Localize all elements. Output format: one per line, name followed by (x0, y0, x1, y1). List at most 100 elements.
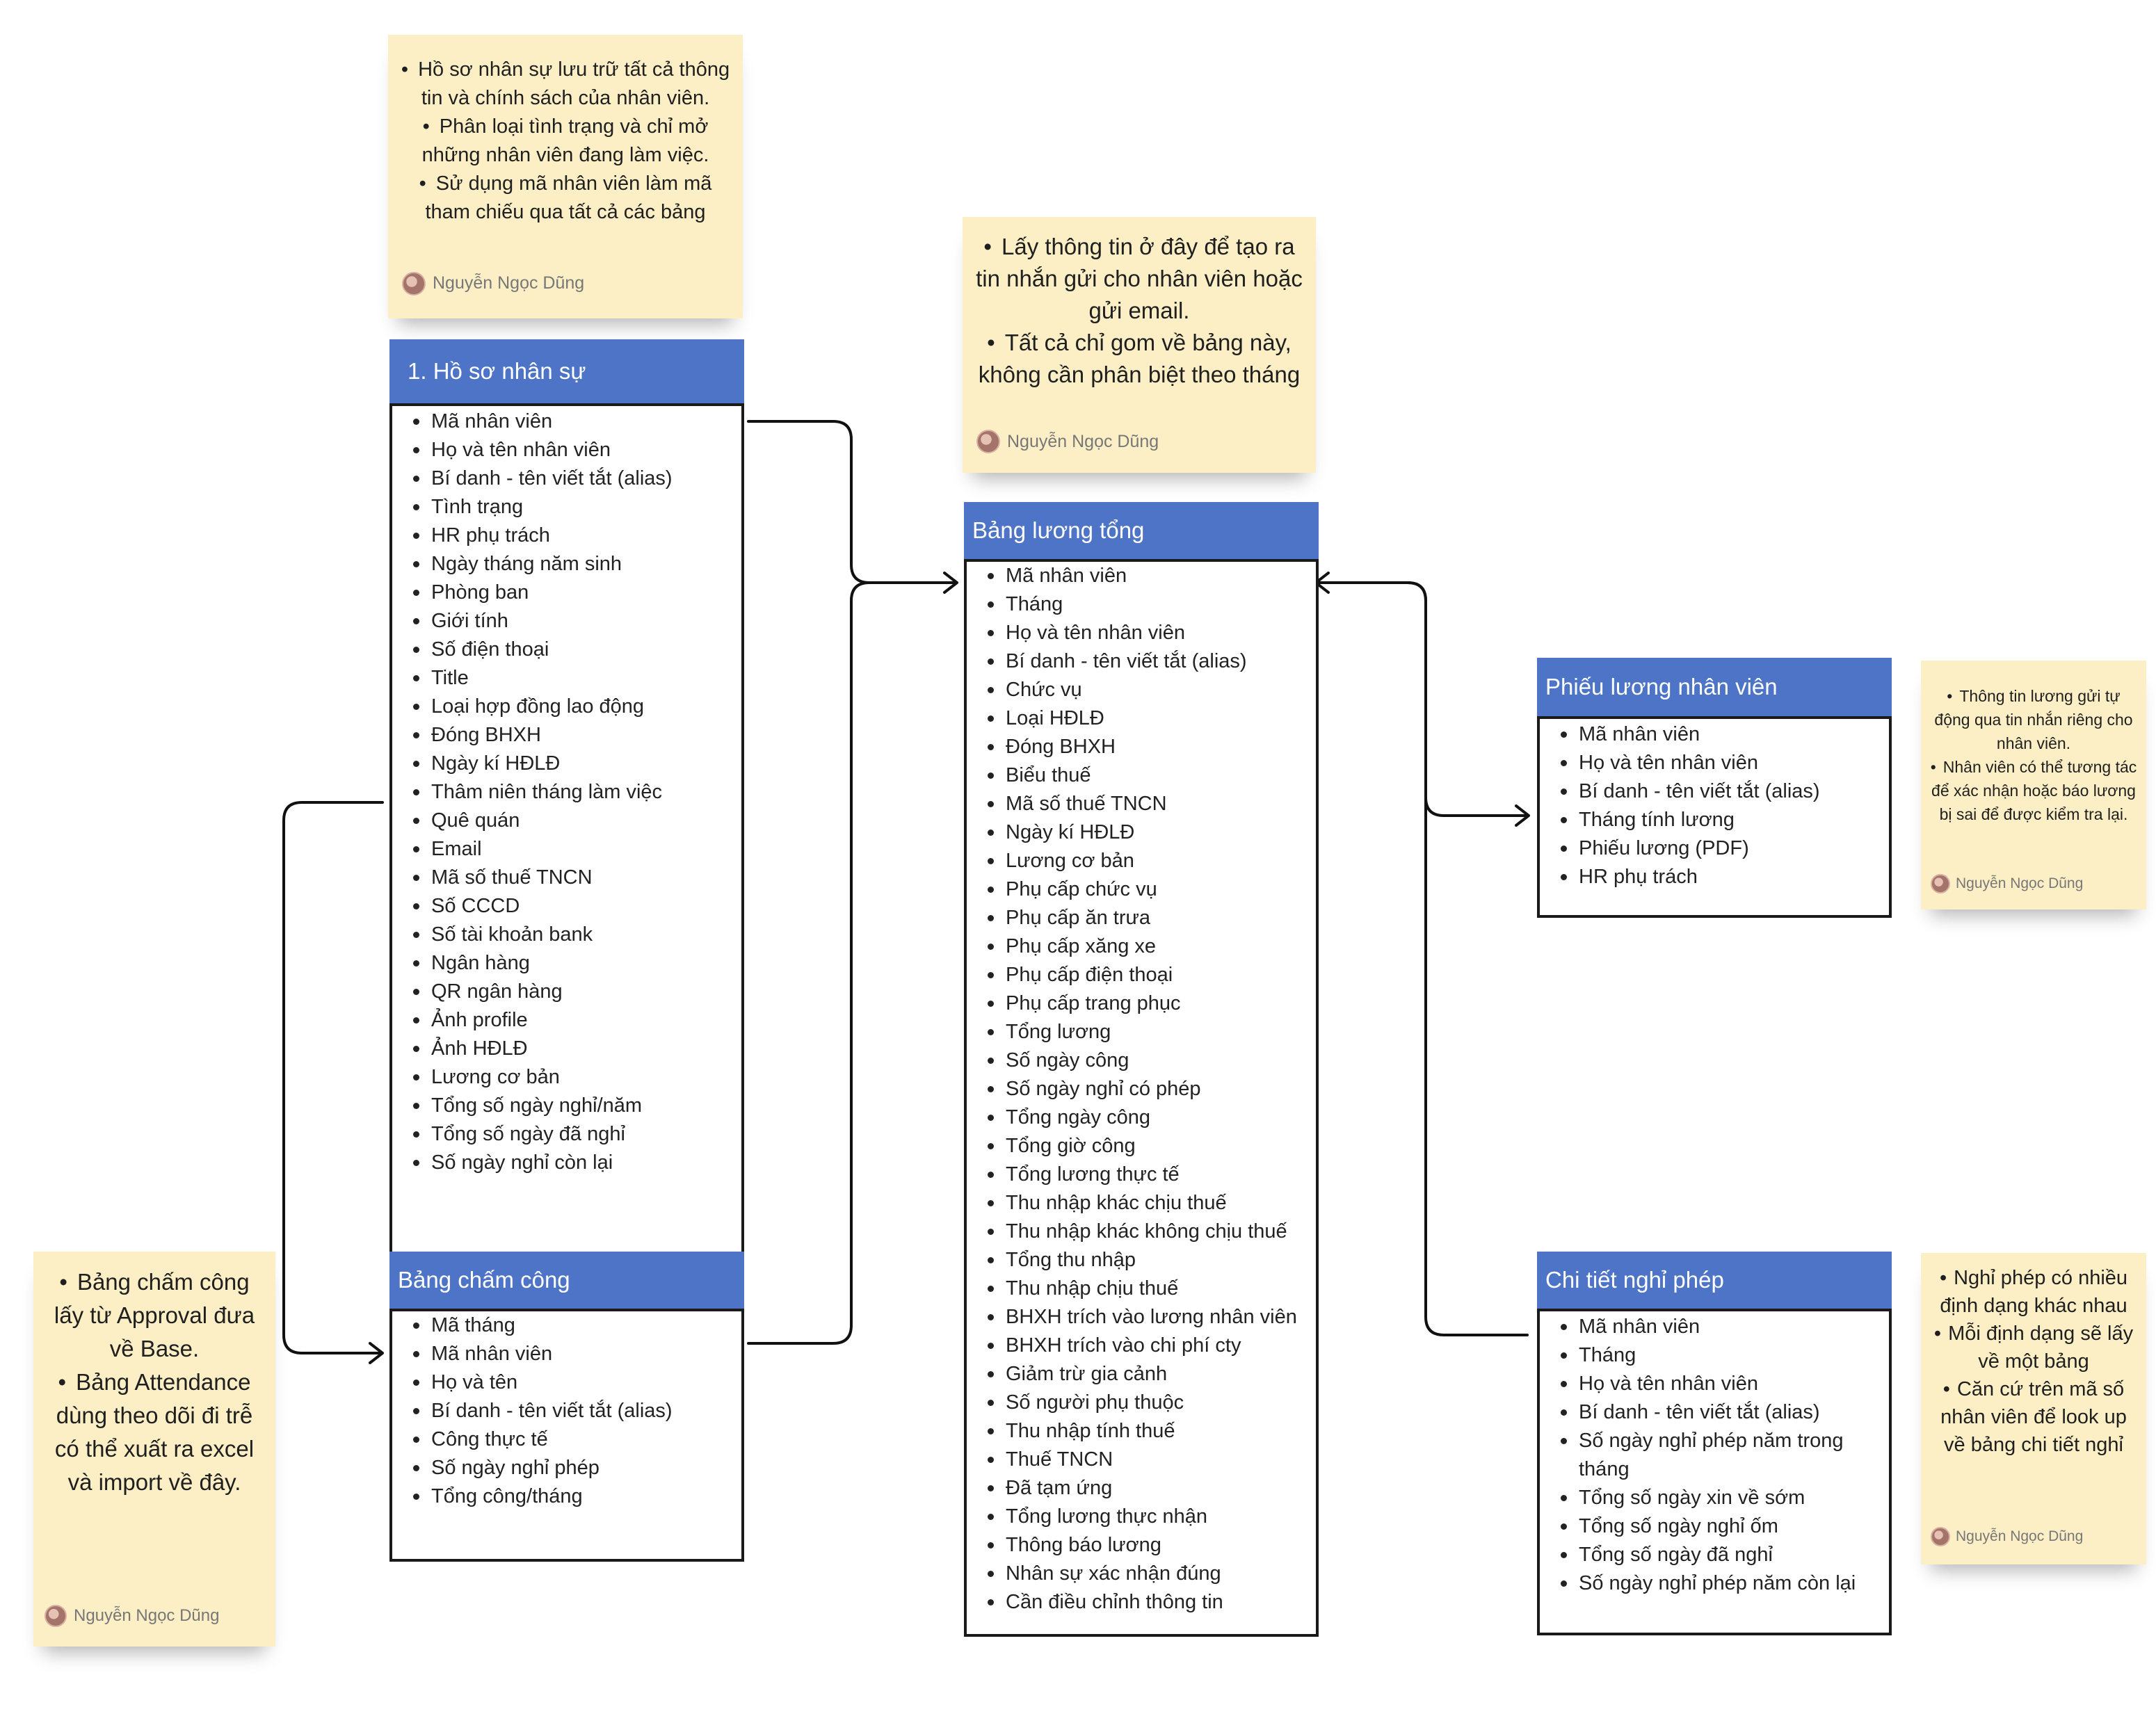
arrowhead-phieuluong (1515, 804, 1530, 827)
avatar (402, 271, 426, 296)
field-item: Họ và tên (392, 1368, 741, 1397)
field-item: Tháng (967, 590, 1316, 619)
field-item: Mã nhân viên (1540, 720, 1889, 749)
field-item: Ảnh profile (392, 1006, 741, 1035)
note-item: •Mỗi định dạng sẽ lấy về một bảng (1933, 1322, 2134, 1373)
field-item: Mã nhân viên (1540, 1313, 1889, 1341)
field-item: Phòng ban (392, 579, 741, 607)
field-item: Mã số thuế TNCN (392, 864, 741, 892)
field-item: Tổng số ngày nghỉ ốm (1540, 1512, 1889, 1541)
field-item: Nhân sự xác nhận đúng (967, 1560, 1316, 1588)
field-item: Mã nhân viên (392, 1340, 741, 1368)
field-item: Phụ cấp ăn trưa (967, 904, 1316, 932)
field-item: Lương cơ bản (967, 847, 1316, 875)
field-item: Biểu thuế (967, 761, 1316, 790)
field-item: HR phụ trách (392, 521, 741, 550)
note-item: •Thông tin lương gửi tự động qua tin nhắ… (1934, 687, 2133, 752)
field-item: Mã số thuế TNCN (967, 790, 1316, 818)
field-item: Số ngày nghỉ phép năm trong tháng (1540, 1427, 1889, 1484)
avatar (1931, 874, 1950, 893)
avatar (1931, 1527, 1950, 1546)
field-item: Bí danh - tên viết tắt (alias) (392, 464, 741, 493)
table-title: Chi tiết nghỉ phép (1545, 1267, 1724, 1293)
field-item: Họ và tên nhân viên (1540, 1370, 1889, 1398)
field-item: Tổng giờ công (967, 1132, 1316, 1160)
field-item: Giới tính (392, 607, 741, 636)
sticky-note-hoso[interactable]: •Hồ sơ nhân sự lưu trữ tất cả thông tin … (388, 35, 743, 318)
field-item: Phụ cấp trang phục (967, 989, 1316, 1018)
note-author: Nguyễn Ngọc Dũng (402, 269, 584, 298)
note-item: •Bảng Attendance dùng theo dõi đi trễ có… (54, 1369, 255, 1495)
field-item: Tổng số ngày nghỉ/năm (392, 1092, 741, 1120)
note-item: •Phân loại tình trạng và chỉ mở những nh… (421, 115, 709, 166)
author-name: Nguyễn Ngọc Dũng (74, 1606, 220, 1625)
field-item: Phụ cấp điện thoại (967, 961, 1316, 989)
field-item: Loại hợp đồng lao động (392, 693, 741, 721)
note-item: •Tất cả chỉ gom về bảng này, không cần p… (978, 330, 1301, 387)
connector-hoso-to-chamcong (282, 801, 384, 1354)
field-item: Tháng (1540, 1341, 1889, 1370)
field-item: Bí danh - tên viết tắt (alias) (967, 647, 1316, 676)
field-item: Họ và tên nhân viên (392, 436, 741, 464)
field-item: Giảm trừ gia cảnh (967, 1360, 1316, 1389)
field-item: Quê quán (392, 807, 741, 835)
field-item: Số tài khoản bank (392, 921, 741, 949)
table-header: Chi tiết nghỉ phép (1537, 1252, 1892, 1309)
field-item: Tổng lương thực tế (967, 1160, 1316, 1189)
field-item: Số ngày nghỉ phép (392, 1454, 741, 1482)
field-item: Phụ cấp chức vụ (967, 875, 1316, 904)
note-author: Nguyễn Ngọc Dũng (1931, 1523, 2083, 1551)
note-item: •Nhân viên có thể tương tác để xác nhận … (1930, 758, 2137, 823)
field-item: Thuế TNCN (967, 1446, 1316, 1474)
table-title: Bảng chấm công (398, 1267, 570, 1293)
field-item: HR phụ trách (1540, 863, 1889, 891)
field-item: Số ngày công (967, 1046, 1316, 1075)
field-item: Số điện thoại (392, 636, 741, 664)
field-item: Công thực tế (392, 1425, 741, 1454)
field-item: Cần điều chỉnh thông tin (967, 1588, 1316, 1617)
field-item: Bí danh - tên viết tắt (alias) (392, 1397, 741, 1425)
avatar (976, 430, 1000, 453)
field-item: Chức vụ (967, 676, 1316, 704)
arrowhead-bangluong-left (943, 572, 958, 594)
field-item: Loại HĐLĐ (967, 704, 1316, 733)
field-item: Email (392, 835, 741, 864)
field-item: Bí danh - tên viết tắt (alias) (1540, 1398, 1889, 1427)
field-item: Lương cơ bản (392, 1063, 741, 1092)
avatar (45, 1605, 67, 1627)
sticky-note-nghiphep[interactable]: •Nghỉ phép có nhiều định dạng khác nhau … (1921, 1253, 2146, 1564)
field-item: Tình trạng (392, 493, 741, 521)
field-item: Ngày tháng năm sinh (392, 550, 741, 579)
field-item: Họ và tên nhân viên (1540, 749, 1889, 777)
sticky-note-phieuluong[interactable]: •Thông tin lương gửi tự động qua tin nhắ… (1921, 661, 2146, 909)
field-item: Thu nhập tính thuế (967, 1417, 1316, 1446)
table-header: 1. Hồ sơ nhân sự (389, 339, 744, 403)
field-item: Thâm niên tháng làm việc (392, 778, 741, 807)
connector-hoso-to-bangluong (747, 420, 957, 584)
author-name: Nguyễn Ngọc Dũng (1956, 1528, 2084, 1544)
field-item: Số ngày nghỉ phép năm còn lại (1540, 1569, 1889, 1598)
sticky-note-chamcong[interactable]: •Bảng chấm công lấy từ Approval đưa về B… (33, 1252, 275, 1647)
field-item: Mã tháng (392, 1311, 741, 1340)
field-item: Số ngày nghỉ có phép (967, 1075, 1316, 1103)
field-item: Phụ cấp xăng xe (967, 932, 1316, 961)
table-header: Phiếu lương nhân viên (1537, 658, 1892, 716)
field-item: Title (392, 664, 741, 693)
table-title: 1. Hồ sơ nhân sự (408, 358, 586, 384)
sticky-note-bangluong[interactable]: •Lấy thông tin ở đây để tạo ra tin nhắn … (963, 217, 1316, 473)
note-author: Nguyễn Ngọc Dũng (45, 1599, 219, 1633)
field-item: Ngân hàng (392, 949, 741, 978)
table-header: Bảng chấm công (389, 1252, 744, 1309)
